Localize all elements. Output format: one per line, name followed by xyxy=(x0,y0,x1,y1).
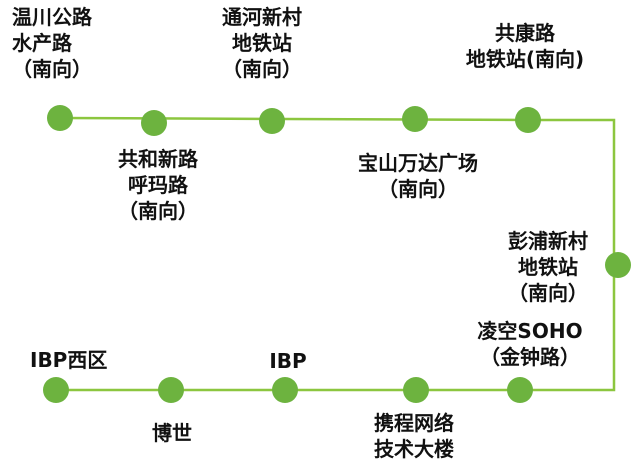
stop-label-line: 共康路 xyxy=(495,21,555,45)
stop-label-pengpuxincun: 彭浦新村 地铁站 （南向） xyxy=(508,228,588,306)
stop-label-line: 携程网络 xyxy=(374,411,454,435)
stop-label-line: 温川公路 xyxy=(12,5,92,29)
stop-label-gonghexin-huma: 共和新路 呼玛路 （南向） xyxy=(118,146,198,224)
stop-label-line: （南向） xyxy=(222,57,302,81)
stop-dot-wenchuan-shuichan xyxy=(47,105,73,131)
stop-label-gongkanglu: 共康路 地铁站(南向) xyxy=(466,20,584,72)
stop-label-line: （南向） xyxy=(12,57,92,81)
stop-label-line: （南向） xyxy=(508,281,588,305)
stop-label-wenchuan-shuichan: 温川公路 水产路 （南向） xyxy=(12,4,92,82)
stop-dot-boshi xyxy=(158,377,184,403)
stop-label-line: （南向） xyxy=(118,199,198,223)
stop-label-line: 宝山万达广场 xyxy=(358,151,478,175)
stop-label-line: 地铁站(南向) xyxy=(465,47,585,71)
stop-label-lingkong-soho: 凌空SOHO （金钟路） xyxy=(477,318,582,370)
stop-dot-tonghexincun xyxy=(259,108,285,134)
stop-label-line: （金钟路） xyxy=(480,345,580,369)
stop-label-ibp-west: IBP西区 xyxy=(30,347,107,373)
stop-label-line: IBP xyxy=(269,349,307,373)
stop-label-line: 通河新村 xyxy=(222,5,302,29)
stop-label-line: 呼玛路 xyxy=(128,173,188,197)
stop-label-line: 博世 xyxy=(152,421,192,445)
stop-dot-ibp-west xyxy=(43,377,69,403)
stop-label-line: （南向） xyxy=(378,177,458,201)
stop-label-boshi: 博世 xyxy=(152,420,192,446)
stop-dot-pengpuxincun xyxy=(605,252,631,278)
stop-label-ibp: IBP xyxy=(269,348,306,374)
stop-label-line: 地铁站 xyxy=(518,255,578,279)
stop-label-line: IBP西区 xyxy=(30,348,108,372)
stop-dot-xiecheng xyxy=(403,377,429,403)
stop-label-line: 彭浦新村 xyxy=(508,229,588,253)
stop-label-line: 地铁站 xyxy=(232,31,292,55)
stop-label-line: 技术大楼 xyxy=(374,437,454,461)
stop-label-tonghexincun: 通河新村 地铁站 （南向） xyxy=(222,4,302,82)
stop-dot-baoshan-wanda xyxy=(402,106,428,132)
stop-label-xiecheng: 携程网络 技术大楼 xyxy=(374,410,454,462)
stop-label-baoshan-wanda: 宝山万达广场 （南向） xyxy=(358,150,478,202)
stop-dot-ibp xyxy=(272,377,298,403)
stop-label-line: 凌空SOHO xyxy=(477,319,583,343)
stop-label-line: 共和新路 xyxy=(118,147,198,171)
stop-label-line: 水产路 xyxy=(12,31,72,55)
stop-dot-gonghexin-huma xyxy=(141,110,167,136)
stop-dot-gongkanglu xyxy=(515,107,541,133)
stop-dot-lingkong-soho xyxy=(507,377,533,403)
